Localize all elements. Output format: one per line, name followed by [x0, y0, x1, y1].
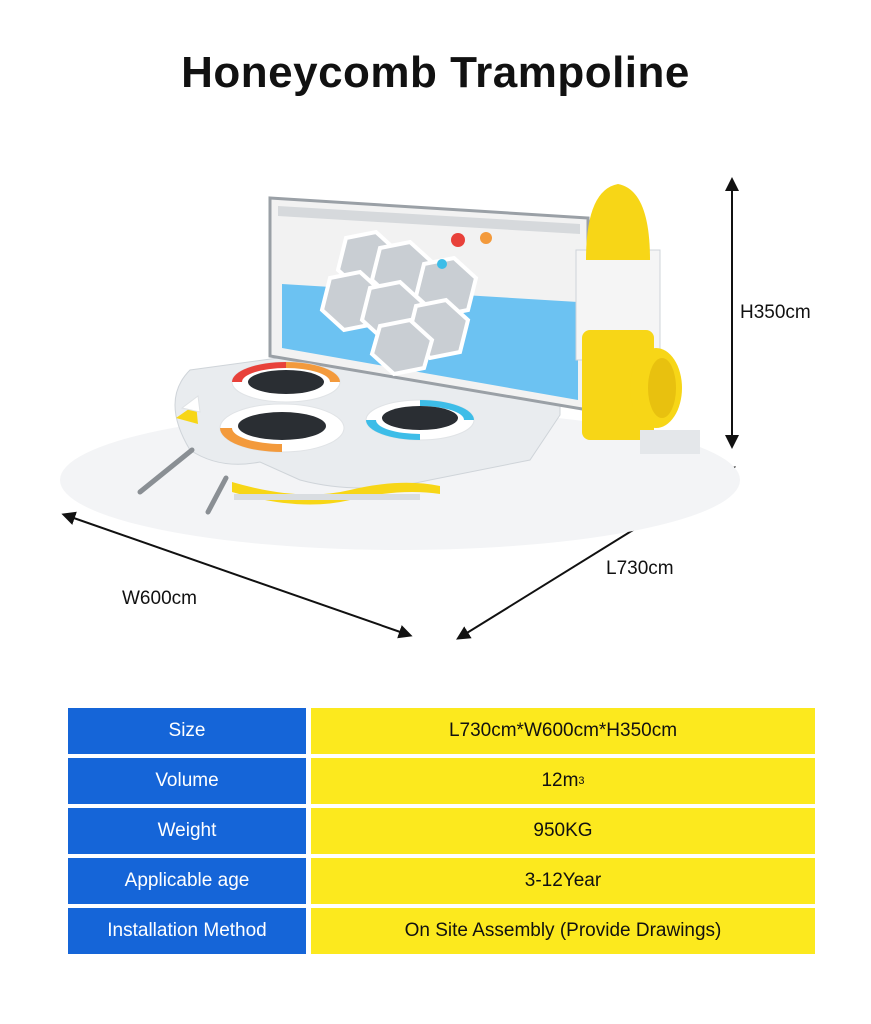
height-label: H350cm	[740, 302, 811, 323]
spec-label: Size	[68, 708, 306, 754]
spec-row-weight: Weight 950KG	[68, 808, 815, 854]
spec-label: Weight	[68, 808, 306, 854]
spec-label: Installation Method	[68, 908, 306, 954]
spec-label: Applicable age	[68, 858, 306, 904]
width-label: W600cm	[122, 588, 197, 609]
spec-row-age: Applicable age 3-12Year	[68, 858, 815, 904]
trampoline-pad-2	[219, 403, 345, 453]
spec-row-size: Size L730cm*W600cm*H350cm	[68, 708, 815, 754]
length-label: L730cm	[606, 558, 674, 579]
trampoline-pad-3	[365, 399, 475, 441]
page-title: Honeycomb Trampoline	[181, 48, 690, 97]
spec-row-installation: Installation Method On Site Assembly (Pr…	[68, 908, 815, 954]
volume-value: 12m	[541, 770, 579, 791]
volume-exponent: 3	[578, 775, 585, 787]
width-arrow	[61, 511, 413, 639]
honeycomb-cells	[319, 229, 479, 377]
spec-label: Volume	[68, 758, 306, 804]
trampoline-pad-1	[231, 361, 341, 403]
spec-value: 950KG	[311, 808, 815, 854]
spec-value: On Site Assembly (Provide Drawings)	[311, 908, 815, 954]
spec-value: 3-12Year	[311, 858, 815, 904]
spec-value: L730cm*W600cm*H350cm	[311, 708, 815, 754]
product-illustration	[60, 177, 740, 640]
